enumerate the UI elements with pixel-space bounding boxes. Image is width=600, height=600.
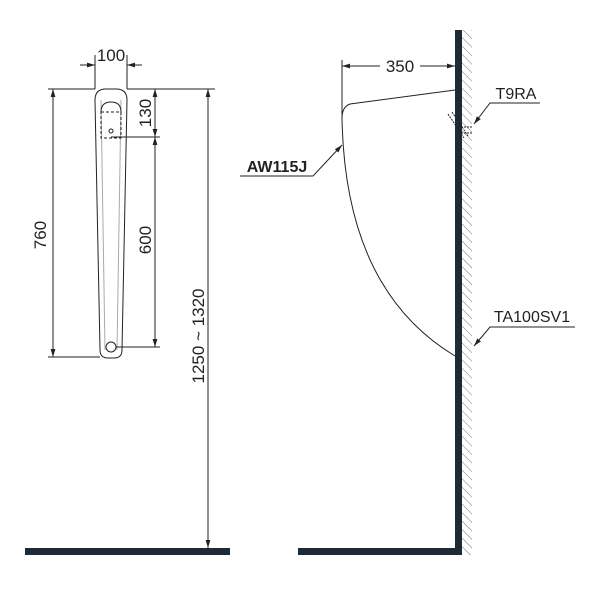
dim-mount-height: 1250 ~ 1320	[189, 288, 208, 383]
leader-t9ra	[473, 102, 540, 125]
outlet-mark	[108, 128, 114, 134]
front-view	[48, 55, 215, 548]
dim-130: 130	[136, 99, 155, 127]
dim-width-100: 100	[97, 46, 125, 65]
dim-600: 600	[136, 226, 155, 254]
label-t9ra: T9RA	[496, 86, 537, 103]
side-view	[240, 60, 575, 357]
valve-box-dashed	[100, 111, 122, 139]
label-ta100sv1: TA100SV1	[494, 309, 570, 326]
wall-hatching	[462, 30, 472, 555]
floor-left	[25, 548, 230, 555]
dim-depth-350: 350	[386, 57, 414, 76]
wall	[455, 30, 462, 555]
floor-right	[298, 548, 462, 555]
dim-height-760: 760	[31, 221, 50, 249]
label-aw115j: AW115J	[247, 159, 307, 176]
urinal-side-outline	[341, 89, 456, 357]
leader-aw115j	[240, 144, 343, 177]
leader-ta100sv1	[473, 326, 575, 347]
urinal-front-inner-line	[100, 99, 122, 351]
drain-hole	[105, 341, 117, 353]
urinal-front-outline	[94, 88, 128, 359]
spud-cover	[100, 101, 122, 113]
